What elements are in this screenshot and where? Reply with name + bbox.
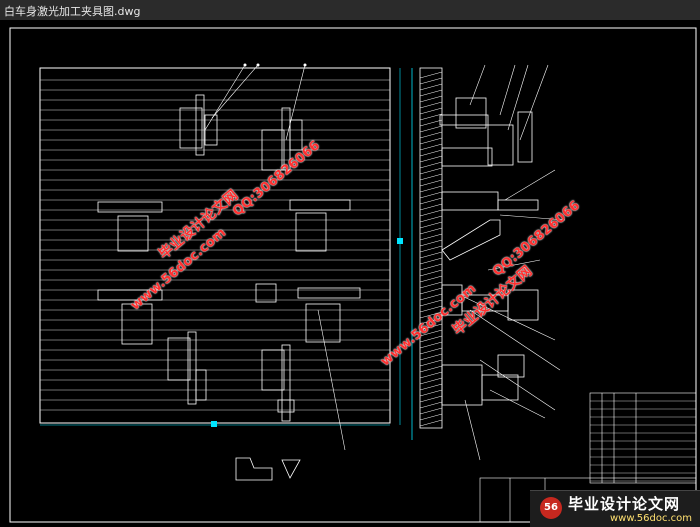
dimension-marker	[397, 238, 403, 244]
hatch-line	[419, 281, 443, 289]
leader-markers	[243, 63, 307, 67]
drawing-canvas[interactable]: QQ:306826066 毕业设计论文网 www.56doc.com QQ:30…	[0, 20, 700, 526]
hatch-line	[419, 191, 443, 199]
hatch-line	[419, 401, 443, 409]
logo-badge: 56	[540, 497, 562, 519]
hatch-line	[419, 269, 443, 277]
leader-lines	[204, 64, 346, 451]
hatch-line	[419, 377, 443, 385]
hatch-line	[419, 257, 443, 265]
hatch-line	[419, 137, 443, 145]
clamp-unit	[167, 331, 207, 405]
hatch-line	[419, 419, 443, 427]
title-block-rows	[590, 400, 696, 482]
hatch-line	[419, 347, 443, 355]
hatch-line	[419, 203, 443, 211]
side-leader-lines	[459, 64, 566, 461]
window-title: 白车身激光加工夹具图.dwg	[4, 5, 141, 18]
hatch-line	[419, 77, 443, 85]
hatch-line	[419, 173, 443, 181]
hatch-line	[419, 179, 443, 187]
site-logo[interactable]: 56 毕业设计论文网 www.56doc.com	[530, 490, 700, 527]
hatch-line	[419, 275, 443, 283]
hatch-line	[419, 161, 443, 169]
hatch-line	[419, 311, 443, 319]
hatch-line	[419, 101, 443, 109]
hatch-line	[419, 233, 443, 241]
hatch-line	[419, 197, 443, 205]
clamp-unit	[179, 94, 218, 156]
hatch-line	[419, 287, 443, 295]
hatch-line	[419, 215, 443, 223]
clamp-unit	[255, 283, 361, 343]
side-view	[411, 67, 539, 440]
clamp-unit	[289, 199, 351, 252]
hatch-line	[419, 263, 443, 271]
hatch-line	[419, 389, 443, 397]
hatch-line	[419, 245, 443, 253]
hatch-line	[419, 119, 443, 127]
hatch-line	[419, 209, 443, 217]
plate-slot-lines	[40, 79, 390, 411]
hatch-line	[419, 305, 443, 313]
hatch-line	[419, 341, 443, 349]
hatch-line	[419, 143, 443, 151]
hatch-line	[419, 353, 443, 361]
hatch-line	[419, 383, 443, 391]
hatch-line	[419, 155, 443, 163]
drawing-frame	[9, 27, 697, 523]
hatch-line	[419, 125, 443, 133]
hatch-line	[419, 185, 443, 193]
detail-view	[235, 457, 301, 481]
hatch-line	[419, 149, 443, 157]
hatch-line	[419, 131, 443, 139]
hatch-line	[419, 113, 443, 121]
clamp-unit	[261, 344, 295, 422]
hatch-line	[419, 107, 443, 115]
hatch-line	[419, 221, 443, 229]
clamp-unit	[261, 107, 303, 171]
hatch-line	[419, 71, 443, 79]
dimension-marker	[211, 421, 217, 427]
hatch-line	[419, 335, 443, 343]
hatch-line	[419, 89, 443, 97]
logo-name: 毕业设计论文网	[568, 495, 681, 513]
clamp-unit	[97, 289, 163, 345]
hatch-line	[419, 371, 443, 379]
hatch-line	[419, 365, 443, 373]
hatch-line	[419, 83, 443, 91]
cad-drawing	[9, 27, 697, 523]
window-titlebar: 白车身激光加工夹具图.dwg	[0, 0, 700, 21]
hatch-line	[419, 395, 443, 403]
hatch-line	[419, 251, 443, 259]
hatch-line	[419, 167, 443, 175]
hatch-line	[419, 317, 443, 325]
side-view-hatch	[419, 71, 443, 427]
hatch-line	[419, 227, 443, 235]
logo-url: www.56doc.com	[610, 513, 693, 524]
hatch-line	[419, 95, 443, 103]
clamp-unit	[97, 201, 163, 252]
hatch-line	[419, 413, 443, 421]
hatch-line	[419, 239, 443, 247]
hatch-line	[419, 293, 443, 301]
hatch-line	[419, 407, 443, 415]
hatch-line	[419, 329, 443, 337]
hatch-line	[419, 299, 443, 307]
hatch-line	[419, 359, 443, 367]
hatch-line	[419, 323, 443, 331]
